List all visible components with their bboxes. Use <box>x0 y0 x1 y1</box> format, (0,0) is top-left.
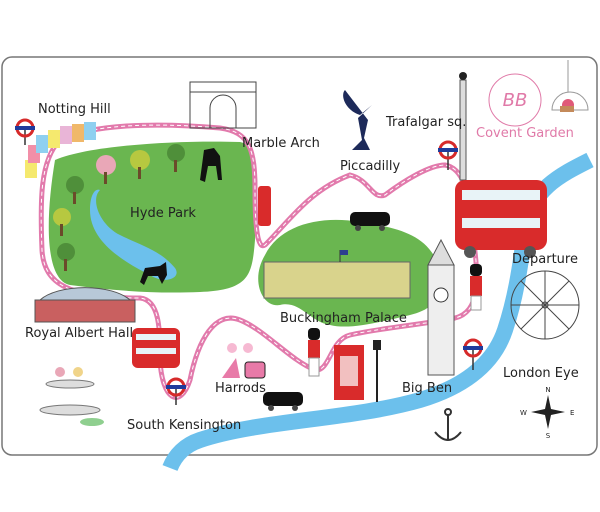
colorful-houses-icon <box>25 122 96 178</box>
underground-sign-icon <box>463 338 483 370</box>
compass-e: E <box>570 409 574 417</box>
lamp-post-icon <box>373 340 381 402</box>
cupcake-dome-icon <box>551 60 589 112</box>
phone-box-icon <box>334 345 364 400</box>
compass-w: W <box>520 409 527 417</box>
taxi-icon <box>263 392 303 411</box>
nelsons-column-icon <box>459 72 467 181</box>
label-big-ben: Big Ben <box>402 381 452 396</box>
post-box-icon <box>258 186 271 226</box>
svg-text:BB: BB <box>503 90 528 111</box>
label-piccadilly: Piccadilly <box>340 159 401 174</box>
label-london-eye: London Eye <box>503 366 579 381</box>
london-eye-icon <box>510 270 580 340</box>
marble-arch-icon <box>189 81 257 129</box>
label-departure: Departure <box>512 252 578 267</box>
royal-albert-hall-icon <box>34 287 136 323</box>
label-hyde-park: Hyde Park <box>130 206 196 221</box>
guard-icon <box>470 264 482 311</box>
taxi-icon <box>350 212 390 231</box>
horse-icon <box>140 262 167 285</box>
eros-statue-icon <box>343 90 372 150</box>
tree-icons <box>53 144 185 271</box>
label-south-kensington: South Kensington <box>127 418 241 433</box>
compass-s: S <box>546 432 551 440</box>
double-decker-bus-icon <box>455 180 547 258</box>
big-ben-icon <box>427 238 455 376</box>
label-harrods: Harrods <box>215 381 266 396</box>
underground-sign-icon <box>166 377 186 405</box>
label-royal-albert-hall: Royal Albert Hall <box>25 326 133 341</box>
buckingham-palace-icon <box>263 250 411 299</box>
label-notting-hill: Notting Hill <box>38 102 111 117</box>
compass-n: N <box>545 386 550 394</box>
underground-sign-icon <box>438 140 458 170</box>
route-dashes <box>40 124 478 398</box>
label-trafalgar-square: Trafalgar sq. <box>385 115 466 130</box>
shoes-bag-icon <box>222 343 266 379</box>
horse-icon <box>200 148 222 182</box>
compass-rose-icon: N S E W <box>520 386 574 440</box>
afternoon-tea-stand-icon <box>39 367 104 426</box>
label-covent-garden: Covent Garden <box>476 126 574 141</box>
label-buckingham-palace: Buckingham Palace <box>280 311 407 326</box>
underground-sign-icon <box>15 118 35 145</box>
covent-garden-logo: BB <box>488 73 542 127</box>
double-decker-bus-icon <box>132 328 180 368</box>
hyde-park-lake <box>90 189 177 280</box>
anchor-icon <box>434 408 462 441</box>
label-marble-arch: Marble Arch <box>242 136 320 151</box>
guard-icon <box>308 328 320 377</box>
